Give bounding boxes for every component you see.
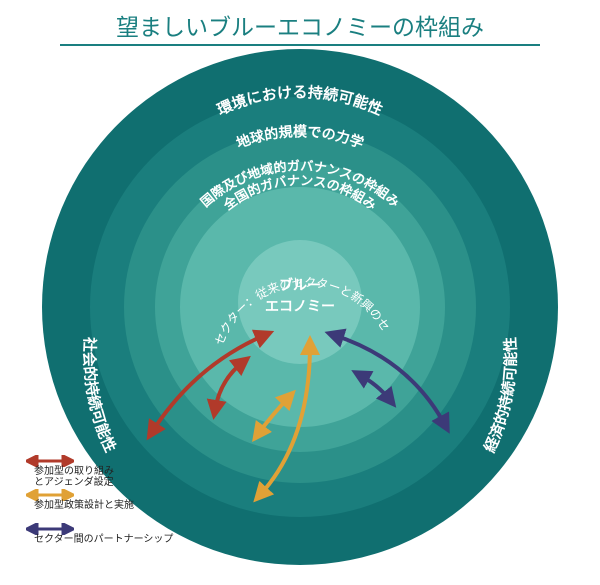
participatory-agenda-arrows	[146, 329, 275, 441]
navy-double-arrow-icon	[26, 523, 74, 535]
gold-double-arrow-icon	[26, 489, 74, 501]
red-double-arrow-icon	[26, 455, 74, 467]
navy-arrow-short	[351, 370, 397, 408]
core-label-line2: エコノミー	[265, 299, 335, 315]
gold-arrow-short	[252, 389, 296, 443]
navy-arrow-long	[324, 328, 450, 434]
title-underline	[60, 44, 540, 46]
red-arrow-short	[206, 355, 251, 420]
core-label-line1: ブルー	[279, 277, 321, 294]
legend-item-participatory-agenda: 参加型の取り組み とアジェンダ設定	[22, 455, 192, 489]
legend-item-policy-design: 参加型政策設計と実施	[22, 489, 192, 523]
legend-item-partnership: セクター間のパートナーシップ	[22, 523, 192, 557]
partnership-arrows	[324, 328, 450, 434]
diagram-title: 望ましいブルーエコノミーの枠組み	[116, 15, 484, 41]
legend-label-policy-design: 参加型政策設計と実施	[34, 500, 134, 511]
red-arrow-long	[146, 329, 275, 441]
legend-label-participatory-agenda: 参加型の取り組み とアジェンダ設定	[34, 466, 114, 488]
legend: 参加型の取り組み とアジェンダ設定 参加型政策設計と実施 セクター間のパートナー…	[22, 455, 192, 557]
gold-arrow-long	[253, 335, 320, 503]
policy-design-arrows	[252, 335, 320, 503]
legend-label-partnership: セクター間のパートナーシップ	[34, 534, 174, 545]
